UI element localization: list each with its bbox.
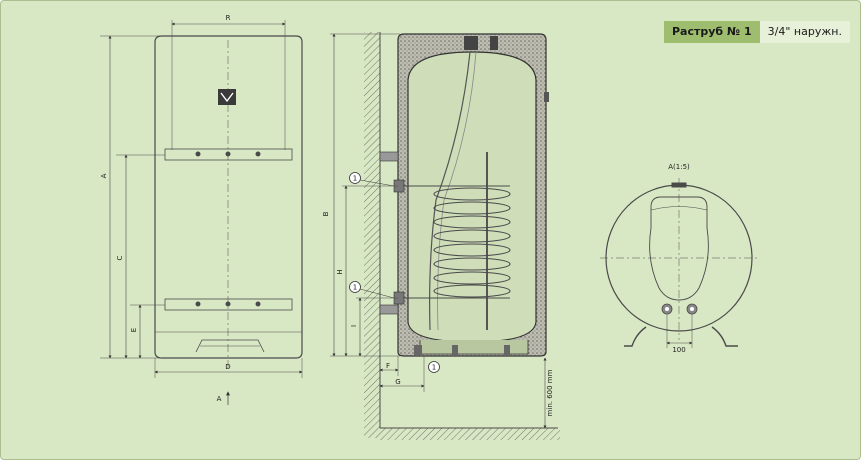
dim-d-label: D (225, 363, 230, 371)
detail-view (600, 178, 758, 348)
detail-title: A(1:5) (668, 163, 690, 171)
view-arrow-label: A (217, 395, 222, 403)
dim-i-label: I (350, 325, 358, 327)
dim-g-label: G (395, 378, 400, 386)
dim-r-label: R (226, 14, 231, 22)
legend-value: 3/4" наружн. (759, 21, 850, 43)
front-view (100, 20, 303, 405)
connection-legend: Раструб № 1 3/4" наружн. (664, 21, 850, 43)
section-view (330, 32, 560, 440)
min-distance-label: min. 600 mm (546, 369, 554, 416)
dim-a-label: A (100, 173, 108, 178)
dim-f-label: F (386, 362, 390, 370)
marker-1-lower: 1 (353, 284, 357, 292)
dim-e-label: E (130, 328, 138, 332)
dim-b-label: B (322, 211, 330, 216)
marker-1-upper: 1 (353, 175, 357, 183)
marker-1-bottom: 1 (432, 364, 436, 372)
legend-key: Раструб № 1 (664, 21, 760, 43)
dim-c-label: C (116, 255, 124, 260)
dim-h-label: H (336, 269, 344, 274)
dim-100-label: 100 (672, 346, 685, 354)
